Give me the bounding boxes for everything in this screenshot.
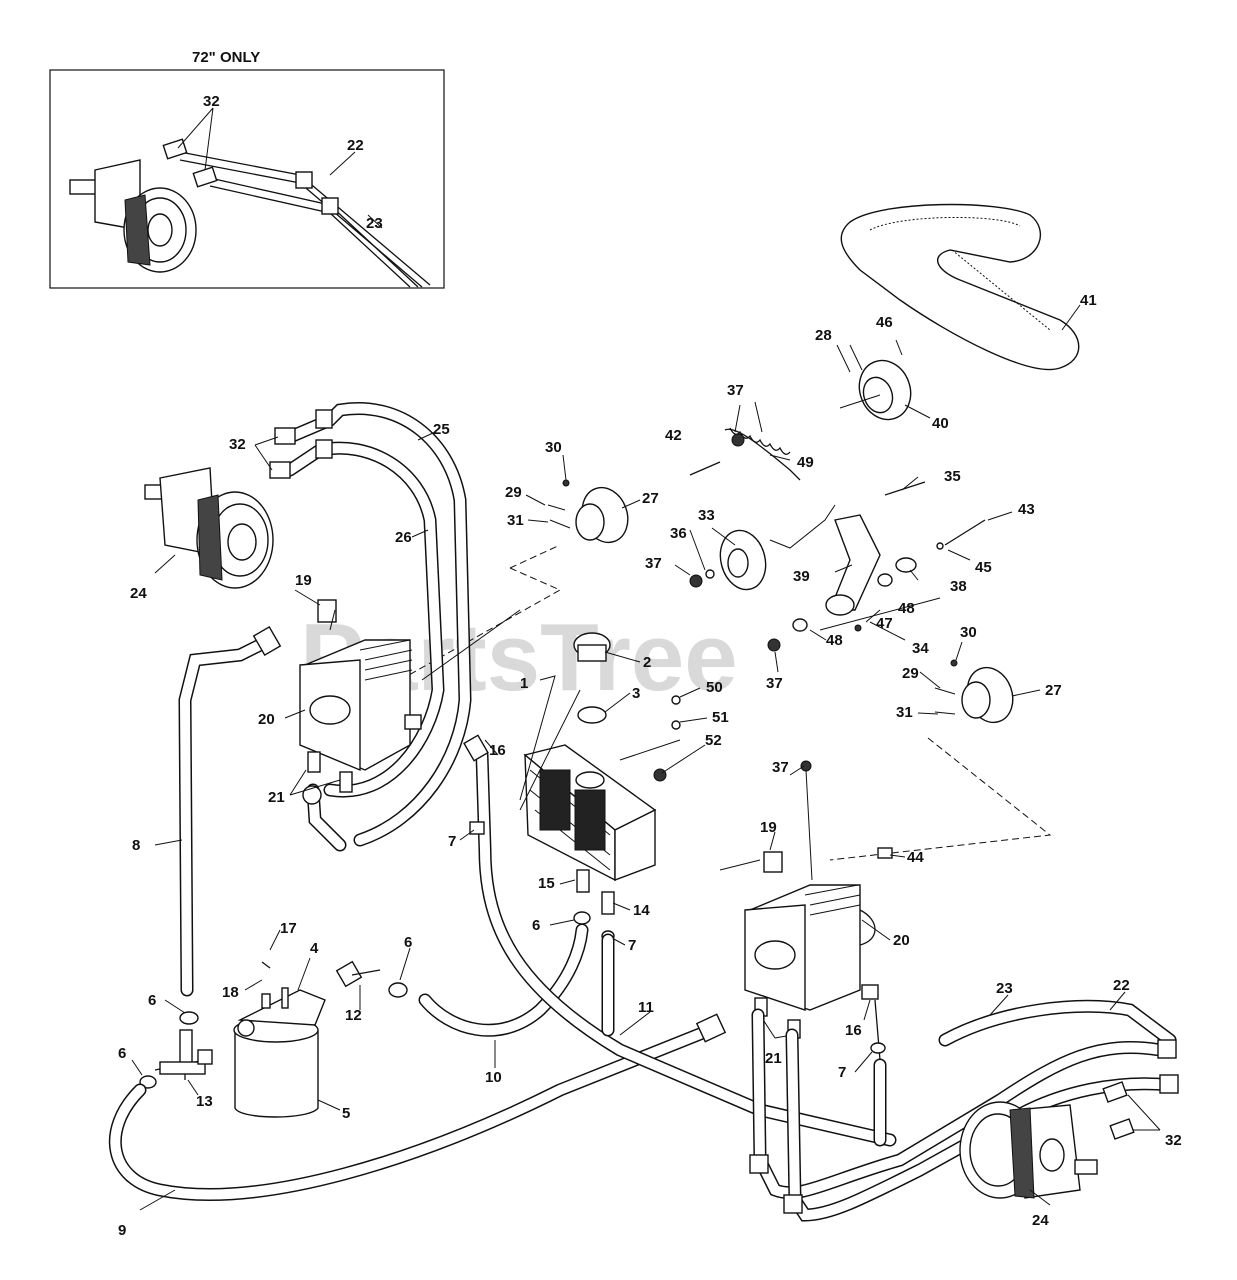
callout-32-b: 32 — [229, 436, 246, 453]
callout-29: 29 — [505, 484, 522, 501]
callout-42: 42 — [665, 427, 682, 444]
fittings-21-left — [302, 751, 353, 852]
hose-9 — [108, 1013, 727, 1201]
callout-48-b: 48 — [826, 632, 843, 649]
callout-52: 52 — [705, 732, 722, 749]
callout-51: 51 — [712, 709, 729, 726]
hydraulic-pump-left — [299, 599, 521, 772]
pump-pulley-right — [934, 659, 1014, 724]
callout-31: 31 — [507, 512, 524, 529]
idler-assembly — [689, 427, 986, 652]
pump-pulley-left — [547, 479, 629, 544]
callout-12: 12 — [345, 1007, 362, 1024]
hose-10 — [335, 923, 589, 1037]
callout-28: 28 — [815, 327, 832, 344]
callout-16-b: 16 — [845, 1022, 862, 1039]
wheel-motor-left — [144, 467, 274, 589]
callout-24-b: 24 — [1032, 1212, 1049, 1229]
callout-26: 26 — [395, 529, 412, 546]
hose-11 — [463, 734, 897, 1147]
callout-21: 21 — [268, 789, 285, 806]
callout-50: 50 — [706, 679, 723, 696]
callout-20: 20 — [258, 711, 275, 728]
callout-38: 38 — [950, 578, 967, 595]
callout-6: 6 — [148, 992, 156, 1009]
callout-49: 49 — [797, 454, 814, 471]
callout-41: 41 — [1080, 292, 1097, 309]
callout-9: 9 — [118, 1222, 126, 1239]
callout-16: 16 — [489, 742, 506, 759]
callout-34: 34 — [912, 640, 929, 657]
callout-19-b: 19 — [760, 819, 777, 836]
callout-37-d: 37 — [772, 759, 789, 776]
callout-6-c: 6 — [404, 934, 412, 951]
callout-27-b: 27 — [1045, 682, 1062, 699]
inset-hoses — [162, 138, 431, 288]
callout-15: 15 — [538, 875, 555, 892]
wheel-motor-right — [959, 1081, 1135, 1199]
callout-3: 3 — [632, 685, 640, 702]
inset-72-only: 72" ONLY 32 22 23 — [49, 49, 445, 289]
callout-44: 44 — [907, 849, 924, 866]
callout-2: 2 — [643, 654, 651, 671]
callout-24: 24 — [130, 585, 147, 602]
callout-7-c: 7 — [838, 1064, 846, 1081]
callout-33: 33 — [698, 507, 715, 524]
hoses-right-motor — [749, 999, 1179, 1222]
callout-40: 40 — [932, 415, 949, 432]
callout-36: 36 — [670, 525, 687, 542]
callout-39: 39 — [793, 568, 810, 585]
inset-title: 72" ONLY — [192, 49, 260, 66]
callout-31-b: 31 — [896, 704, 913, 721]
callout-19: 19 — [295, 572, 312, 589]
engine-pulley — [839, 359, 912, 421]
callout-43: 43 — [1018, 501, 1035, 518]
callout-48: 48 — [898, 600, 915, 617]
callout-5: 5 — [342, 1105, 350, 1122]
callout-7-b: 7 — [448, 833, 456, 850]
callout-6-b: 6 — [118, 1045, 126, 1062]
callout-35: 35 — [944, 468, 961, 485]
callout-17: 17 — [280, 920, 297, 937]
callout-1: 1 — [520, 675, 528, 692]
tee-fitting — [139, 1011, 213, 1089]
callout-4: 4 — [310, 940, 319, 957]
callout-21-b: 21 — [765, 1050, 782, 1067]
callout-10: 10 — [485, 1069, 502, 1086]
callout-37-b: 37 — [645, 555, 662, 572]
callout-45: 45 — [975, 559, 992, 576]
hydraulic-pump-right — [719, 760, 893, 1039]
callout-37: 37 — [727, 382, 744, 399]
callout-23-b: 23 — [996, 980, 1013, 997]
callout-32-c: 32 — [1165, 1132, 1182, 1149]
callout-37-c: 37 — [766, 675, 783, 692]
callout-22-b: 22 — [1113, 977, 1130, 994]
callout-30: 30 — [545, 439, 562, 456]
callout-30-b: 30 — [960, 624, 977, 641]
callout-25: 25 — [433, 421, 450, 438]
callout-8: 8 — [132, 837, 140, 854]
hydraulic-reservoir — [519, 632, 681, 942]
callout-27: 27 — [642, 490, 659, 507]
callout-47: 47 — [876, 615, 893, 632]
callout-11: 11 — [638, 999, 654, 1016]
callout-13: 13 — [196, 1093, 213, 1110]
hoses-left-motor — [269, 402, 472, 847]
hose-8 — [178, 626, 282, 997]
callout-18: 18 — [222, 984, 239, 1001]
oil-filter — [233, 961, 326, 1118]
callout-6-d: 6 — [532, 917, 540, 934]
callout-14: 14 — [633, 902, 650, 919]
callout-29-b: 29 — [902, 665, 919, 682]
callout-7: 7 — [628, 937, 636, 954]
callout-32: 32 — [203, 93, 220, 110]
callout-23: 23 — [366, 215, 383, 232]
inset-wheel-motor — [69, 159, 197, 273]
drive-belt — [840, 203, 1080, 371]
callout-20-b: 20 — [893, 932, 910, 949]
callout-46: 46 — [876, 314, 893, 331]
callout-22: 22 — [347, 137, 364, 154]
